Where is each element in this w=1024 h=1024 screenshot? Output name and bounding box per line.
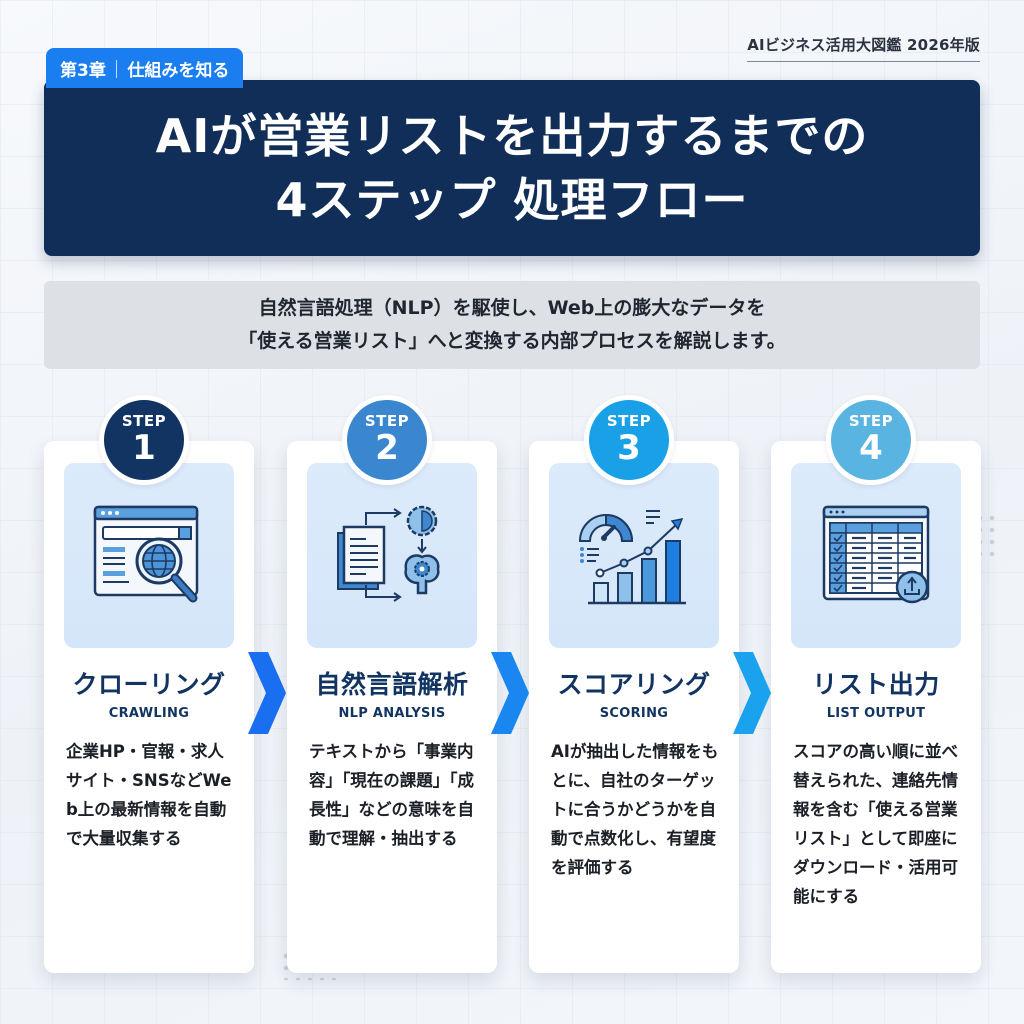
- step-card-4: STEP 4: [771, 395, 981, 973]
- step-number: 4: [859, 428, 883, 468]
- subtitle-box: 自然言語処理（NLP）を駆使し、Web上の膨大なデータを 「使える営業リスト」へ…: [44, 281, 980, 369]
- chevron-right-icon: [491, 652, 529, 734]
- step-number: 2: [375, 428, 399, 468]
- step-label: STEP: [364, 412, 410, 430]
- step-description: テキストから「事業内容」「現在の課題」「成長性」などの意味を自動で理解・抽出する: [309, 742, 474, 848]
- subtitle-line1: 自然言語処理（NLP）を駆使し、Web上の膨大なデータを: [258, 297, 766, 319]
- subtitle-line2: 「使える営業リスト」へと変換する内部プロセスを解説します。: [238, 330, 786, 352]
- document-to-brain-gear-icon: [337, 505, 440, 602]
- step-title-jp: 自然言語解析: [315, 670, 469, 699]
- step-badge-4: STEP 4: [826, 395, 916, 485]
- step-icon-area: [307, 463, 477, 648]
- step-number: 1: [132, 428, 156, 468]
- step-icon-area: [64, 463, 234, 648]
- step-badge-1: STEP 1: [99, 395, 189, 485]
- step-title-jp: クローリング: [72, 670, 226, 699]
- step-number: 3: [617, 428, 641, 468]
- page-title-line2: 4ステップ 処理フロー: [275, 173, 749, 227]
- title-banner: AIが営業リストを出力するまでの 4ステップ 処理フロー: [44, 80, 980, 256]
- step-title-jp: リスト出力: [812, 670, 940, 699]
- chevron-right-icon: [733, 652, 771, 734]
- step-badge-2: STEP 2: [342, 395, 432, 485]
- step-title-en: CRAWLING: [108, 706, 190, 721]
- step-label: STEP: [606, 412, 652, 430]
- step-title-en: LIST OUTPUT: [826, 706, 926, 721]
- step-title-jp: スコアリング: [557, 670, 711, 699]
- step-card-1: STEP 1 クローリング CRAWLING 企業HP・官報・求人サイト・SNS…: [44, 395, 254, 973]
- step-description: スコアの高い順に並べ替えられた、連絡先情報を含む「使える営業リスト」として即座に…: [793, 742, 958, 906]
- chapter-number: 第3章: [60, 61, 106, 81]
- table-list-export-icon: [822, 505, 930, 603]
- step-title-en: SCORING: [599, 706, 669, 721]
- step-title-en: NLP ANALYSIS: [338, 706, 446, 721]
- edition-label: AIビジネス活用大図鑑 2026年版: [747, 34, 980, 62]
- step-label: STEP: [121, 412, 167, 430]
- step-icon-area: [549, 463, 719, 648]
- step-description: AIが抽出した情報をもとに、自社のターゲットに合うかどうかを自動で点数化し、有望…: [551, 742, 719, 877]
- step-card-2: STEP 2 自然言語解析 NLP ANALYSIS テキストから「事業内容: [287, 395, 497, 973]
- chapter-tag: 第3章 仕組みを知る: [46, 48, 244, 88]
- step-card-3: STEP 3 スコアリング SCORING AIが抽出した情報: [529, 395, 739, 973]
- step-label: STEP: [848, 412, 894, 430]
- chapter-divider: [115, 59, 118, 78]
- step-badge-3: STEP 3: [584, 395, 674, 485]
- web-crawl-magnifier-globe-icon: [93, 505, 199, 602]
- step-icon-area: [791, 463, 961, 648]
- step-description: 企業HP・官報・求人サイト・SNSなどWeb上の最新情報を自動で大量収集する: [66, 742, 232, 848]
- chapter-title: 仕組みを知る: [127, 61, 230, 81]
- chevron-right-icon: [248, 652, 286, 734]
- score-gauge-bar-chart-icon: [578, 509, 686, 604]
- page-title-line1: AIが営業リストを出力するまでの: [155, 109, 869, 163]
